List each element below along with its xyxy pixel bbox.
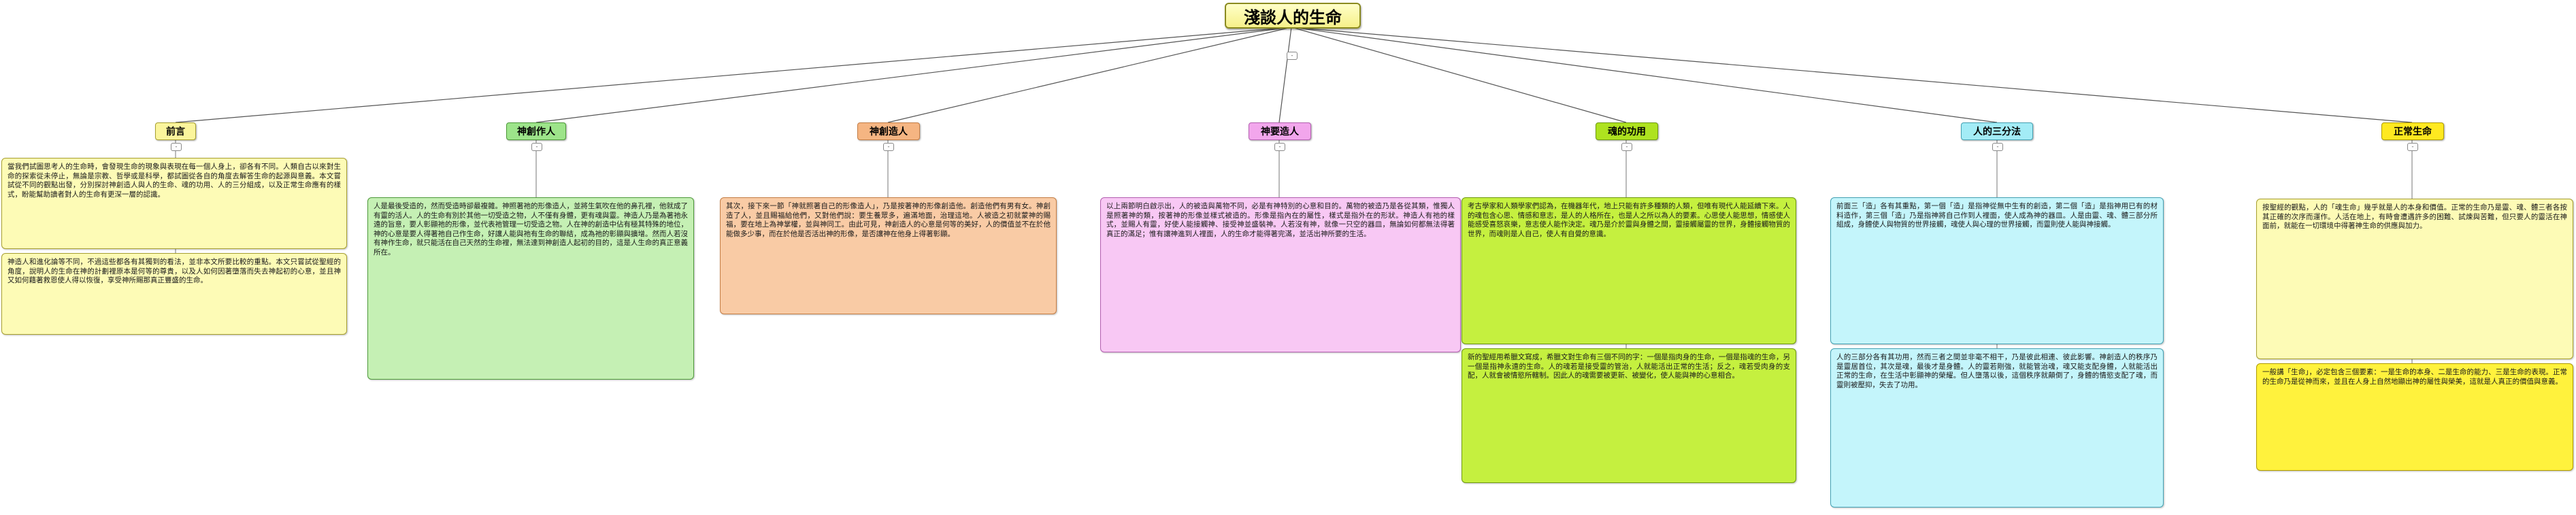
- card-intro-1: 當我們試圖思考人的生命時，會發現生命的現象與表現在每一個人身上，卻各有不同。人類…: [1, 158, 347, 249]
- topic-god-wants-label: 神要造人: [1261, 127, 1299, 137]
- card-normal-2: 一般講「生命」，必定包含三個要素：一是生命的本身、二是生命的能力、三是生命的表現…: [2256, 363, 2573, 471]
- topic-god-loves-toggle[interactable]: -: [883, 143, 894, 151]
- topic-tripartite[interactable]: 人的三分法: [1961, 122, 2033, 140]
- card-soul-2: 新的聖經用希臘文寫成，希臘文對生命有三個不同的字：一個是指肉身的生命，一個是指魂…: [1462, 348, 1796, 483]
- card-tripartite-2-text: 人的三部分各有其功用，然而三者之間並非毫不相干，乃是彼此相連、彼此影響。神創造人…: [1836, 353, 2158, 389]
- topic-god-wants[interactable]: 神要造人: [1249, 122, 1311, 140]
- topic-god-wants-toggle[interactable]: -: [1274, 143, 1285, 151]
- topic-normal-toggle[interactable]: -: [2407, 143, 2418, 151]
- root-collapse-toggle[interactable]: -: [1287, 52, 1298, 60]
- topic-soul-label: 魂的功用: [1608, 127, 1646, 137]
- card-god-wants-1: 以上兩節明白啟示出，人的被造與萬物不同，必是有神特別的心意和目的。萬物的被造乃是…: [1100, 197, 1461, 352]
- card-god-created-1: 人是最後受造的，然而受造時卻最複雜。神照著祂的形像造人，並將生氣吹在他的鼻孔裡，…: [367, 197, 694, 380]
- topic-god-loves-label: 神創造人: [870, 127, 908, 137]
- topic-god-loves[interactable]: 神創造人: [857, 122, 920, 140]
- card-tripartite-1-text: 前面三「造」各有其重點，第一個「造」是指神從無中生有的創造，第二個「造」是指神用…: [1836, 202, 2158, 229]
- card-soul-1-text: 考古學家和人類學家們認為，在機器年代，地上只能有許多種類的人類，但唯有現代人能延…: [1468, 202, 1790, 238]
- card-tripartite-1: 前面三「造」各有其重點，第一個「造」是指神從無中生有的創造，第二個「造」是指神用…: [1830, 197, 2164, 344]
- card-god-loves-1-text: 其次，接下來一節「神就照著自己的形像造人」，乃是按著神的形像創造他。創造他們有男…: [726, 202, 1051, 238]
- card-normal-1-text: 按聖經的觀點，人的「魂生命」幾乎就是人的本身和價值。正常的生命乃是靈、魂、體三者…: [2262, 203, 2567, 230]
- card-intro-2-text: 神造人和進化論等不同，不過這些都各有其獨到的看法，並非本文所要比較的重點。本文只…: [7, 258, 341, 284]
- topic-tripartite-label: 人的三分法: [1973, 127, 2021, 137]
- card-god-loves-1: 其次，接下來一節「神就照著自己的形像造人」，乃是按著神的形像創造他。創造他們有男…: [720, 197, 1057, 314]
- card-tripartite-2: 人的三部分各有其功用，然而三者之間並非毫不相干，乃是彼此相連、彼此影響。神創造人…: [1830, 348, 2164, 508]
- topic-god-created[interactable]: 神創作人: [506, 122, 566, 140]
- topic-normal[interactable]: 正常生命: [2381, 122, 2444, 140]
- card-intro-1-text: 當我們試圖思考人的生命時，會發現生命的現象與表現在每一個人身上，卻各有不同。人類…: [7, 163, 341, 199]
- card-soul-1: 考古學家和人類學家們認為，在機器年代，地上只能有許多種類的人類，但唯有現代人能延…: [1462, 197, 1796, 344]
- topic-god-created-label: 神創作人: [517, 127, 555, 137]
- root-title: 淺談人的生命: [1244, 7, 1342, 27]
- card-normal-1: 按聖經的觀點，人的「魂生命」幾乎就是人的本身和價值。正常的生命乃是靈、魂、體三者…: [2256, 199, 2573, 359]
- topic-intro-toggle[interactable]: -: [171, 143, 182, 151]
- topic-intro-label: 前言: [166, 127, 185, 137]
- root-topic[interactable]: 淺談人的生命: [1225, 3, 1361, 29]
- card-normal-2-text: 一般講「生命」，必定包含三個要素：一是生命的本身、二是生命的能力、三是生命的表現…: [2262, 368, 2567, 386]
- card-god-created-1-text: 人是最後受造的，然而受造時卻最複雜。神照著祂的形像造人，並將生氣吹在他的鼻孔裡，…: [374, 202, 688, 256]
- topic-intro[interactable]: 前言: [155, 122, 196, 140]
- topic-tripartite-toggle[interactable]: -: [1992, 143, 2003, 151]
- card-god-wants-1-text: 以上兩節明白啟示出，人的被造與萬物不同，必是有神特別的心意和目的。萬物的被造乃是…: [1106, 202, 1455, 238]
- topic-normal-label: 正常生命: [2394, 127, 2432, 137]
- topic-soul-toggle[interactable]: -: [1621, 143, 1632, 151]
- card-intro-2: 神造人和進化論等不同，不過這些都各有其獨到的看法，並非本文所要比較的重點。本文只…: [1, 253, 347, 335]
- topic-soul[interactable]: 魂的功用: [1596, 122, 1658, 140]
- topic-god-created-toggle[interactable]: -: [531, 143, 542, 151]
- card-soul-2-text: 新的聖經用希臘文寫成，希臘文對生命有三個不同的字：一個是指肉身的生命，一個是指魂…: [1468, 353, 1790, 380]
